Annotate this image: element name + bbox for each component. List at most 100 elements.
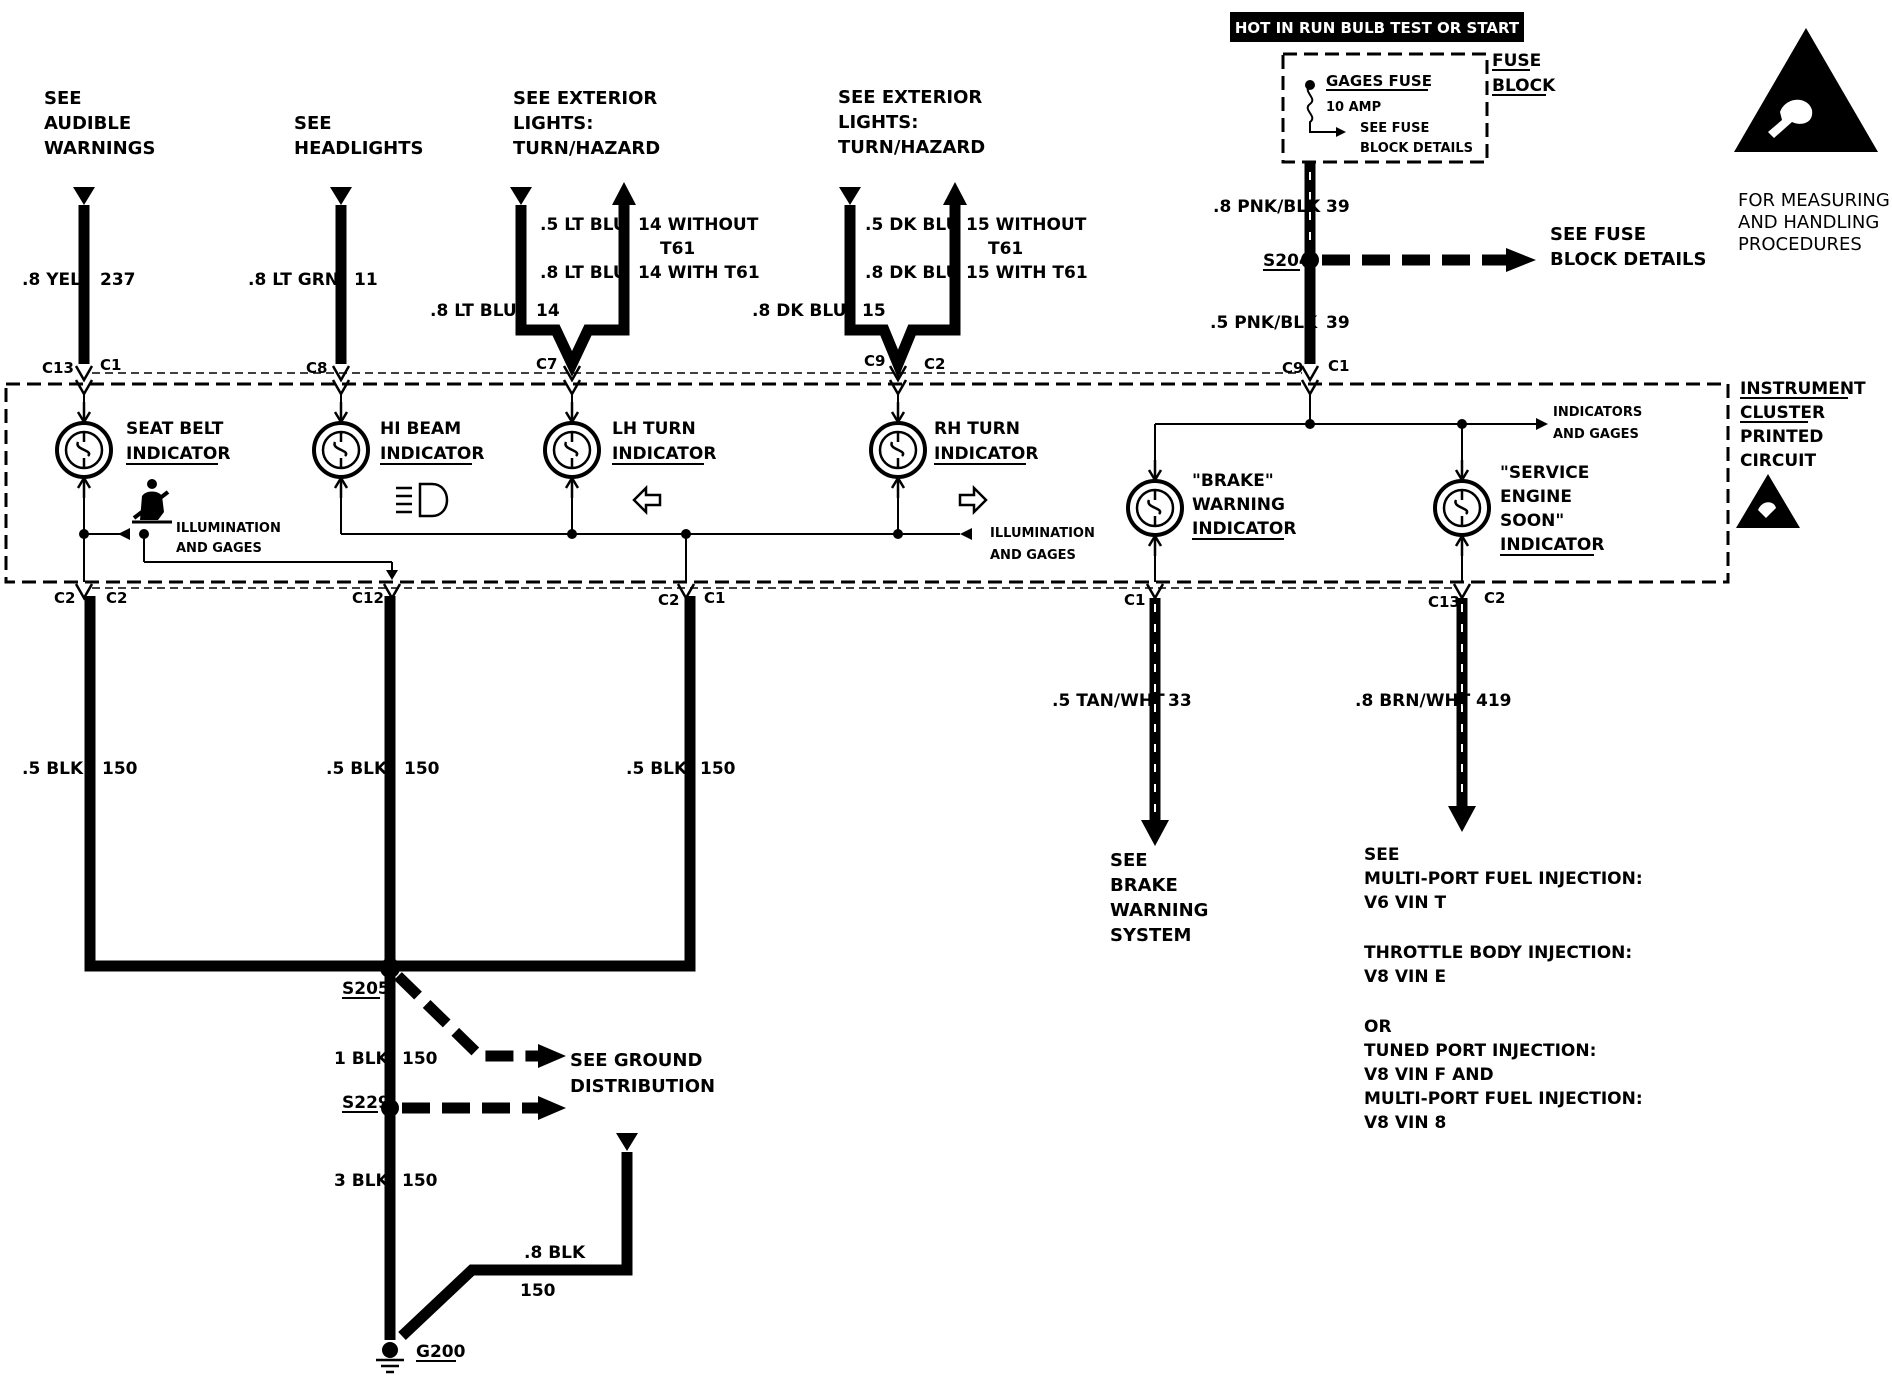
conn-top-4-right: C2 [924, 355, 945, 373]
rh-up-arrow-icon [943, 182, 967, 205]
wire-gnd08-circuit: 150 [520, 1281, 556, 1301]
conn-bot-5-right: C2 [1484, 589, 1505, 607]
esd-note-2: AND HANDLING [1738, 212, 1879, 233]
conn-top-1-right: C1 [100, 356, 121, 374]
illum-right-arrow-icon [960, 528, 972, 540]
fuse-amp: 10 AMP [1326, 100, 1381, 115]
gnd-terminal-icon [616, 1133, 638, 1151]
wire-gnd3-color: 3 BLK [334, 1171, 390, 1191]
rhturn-label-1: RH TURN [934, 419, 1020, 439]
splice-s229 [381, 1099, 399, 1117]
ref-brake-2: BRAKE [1110, 875, 1178, 896]
ref-audible-1: SEE [44, 88, 82, 109]
rhturn-label-2: INDICATOR [934, 444, 1038, 464]
illum-left-1: ILLUMINATION [176, 521, 281, 536]
wire-gnd-left-color: .5 BLK [22, 759, 84, 779]
wire-hibeam-circuit: 11 [354, 270, 378, 290]
splice-s205-label: S205 [342, 979, 390, 999]
ground-dist-dash [394, 972, 540, 1062]
brake-bulb-icon [1126, 460, 1184, 556]
ref-fuse-details-2: BLOCK DETAILS [1550, 249, 1706, 270]
wire-gnd-left-circuit: 150 [102, 759, 138, 779]
hot-in-run-label: HOT IN RUN BULB TEST OR START [1235, 19, 1520, 37]
cluster-title-2: CLUSTER [1740, 403, 1825, 423]
ind-gages-1: INDICATORS [1553, 405, 1642, 420]
g200-label: G200 [416, 1342, 466, 1362]
bottom-connector-chevrons [74, 583, 1472, 601]
ref-mpfi-3: V6 VIN T [1364, 893, 1447, 913]
ref-rh-ext-3: TURN/HAZARD [838, 137, 985, 158]
wire-feed-top-circuit: 39 [1326, 197, 1350, 217]
illum-right-2: AND GAGES [990, 548, 1076, 563]
ses-down-arrow-icon [1448, 806, 1476, 832]
ref-lh-ext-3: TURN/HAZARD [513, 138, 660, 159]
conn-top-5-left: C9 [1282, 359, 1303, 377]
ref-rh-ext-2: LIGHTS: [838, 112, 918, 133]
wire-lh-a-circuit: 14 WITHOUT [638, 215, 759, 235]
illum-right-1: ILLUMINATION [990, 526, 1095, 541]
wire-rh-a-circuit: 15 WITHOUT [966, 215, 1087, 235]
conn-top-4-left: C9 [864, 352, 885, 370]
conn-top-1-left: C13 [42, 359, 74, 377]
esd-small-icon [1736, 474, 1800, 528]
wire-lh-turn [515, 200, 630, 377]
hibeam-label-1: HI BEAM [380, 419, 461, 439]
wire-lh-a-note: T61 [660, 239, 695, 259]
wire-gnd-right-color: .5 BLK [626, 759, 688, 779]
conn-top-3-left: C7 [536, 355, 557, 373]
fuse-block-label-1: FUSE [1492, 51, 1541, 71]
s229-arrow-icon [538, 1096, 566, 1120]
conn-top-5-right: C1 [1328, 357, 1349, 375]
wire-feed-low-color: .5 PNK/BLK [1210, 313, 1318, 333]
wire-ses-color: .8 BRN/WHT [1355, 691, 1471, 711]
fuse-detail-arrow-icon [1506, 248, 1536, 272]
ref-mpfi-6: OR [1364, 1017, 1392, 1037]
ses-label-3: SOON" [1500, 511, 1564, 531]
seatbelt-bulb-icon [55, 402, 113, 498]
rh-terminal-icon [839, 187, 861, 205]
left-arrow-icon [632, 484, 662, 516]
hibeam-terminal-icon [330, 187, 352, 205]
esd-note-3: PROCEDURES [1738, 234, 1862, 255]
ref-lh-ext-1: SEE EXTERIOR [513, 88, 657, 109]
ref-audible-3: WARNINGS [44, 138, 155, 159]
lhturn-bulb-icon [543, 402, 601, 498]
wire-seatbelt-circuit: 237 [100, 270, 136, 290]
ind-gages-2: AND GAGES [1553, 427, 1639, 442]
ref-mpfi-7: TUNED PORT INJECTION: [1364, 1041, 1596, 1061]
instrument-cluster-box [4, 382, 1730, 584]
ref-mpfi-5: V8 VIN E [1364, 967, 1446, 987]
seatbelt-terminal-icon [73, 187, 95, 205]
brake-label-1: "BRAKE" [1192, 471, 1274, 491]
wire-rh-turn [844, 200, 961, 379]
wire-ses-circuit: 419 [1476, 691, 1512, 711]
ref-mpfi-10: V8 VIN 8 [1364, 1113, 1446, 1133]
brake-label-2: WARNING [1192, 495, 1285, 515]
hibeam-bulb-icon [312, 402, 370, 498]
conn-bot-4-left: C1 [1124, 591, 1145, 609]
conn-bot-2-left: C12 [352, 589, 384, 607]
lhturn-label-1: LH TURN [612, 419, 696, 439]
esd-note-1: FOR MEASURING [1738, 190, 1890, 211]
ref-brake-1: SEE [1110, 850, 1148, 871]
lhturn-label-2: INDICATOR [612, 444, 716, 464]
cluster-title-1: INSTRUMENT [1740, 379, 1866, 399]
headlamp-icon [396, 482, 449, 518]
splice-s229-label: S229 [342, 1093, 390, 1113]
ref-audible-2: AUDIBLE [44, 113, 131, 134]
wire-brake-color: .5 TAN/WHT [1052, 691, 1165, 711]
ref-mpfi-8: V8 VIN F AND [1364, 1065, 1494, 1085]
wire-lh-color: .8 LT BLU [430, 301, 517, 321]
ses-bulb-icon [1433, 460, 1491, 556]
rhturn-bulb-icon [869, 402, 927, 498]
conn-bot-1-right: C2 [106, 589, 127, 607]
conn-bot-3-left: C2 [658, 591, 679, 609]
wire-gnd-right-circuit: 150 [700, 759, 736, 779]
ses-label-1: "SERVICE [1500, 463, 1589, 483]
conn-bot-3-right: C1 [704, 589, 725, 607]
ref-mpfi-4: THROTTLE BODY INJECTION: [1364, 943, 1632, 963]
ref-mpfi-9: MULTI-PORT FUEL INJECTION: [1364, 1089, 1643, 1109]
wire-gnd-08 [398, 1152, 633, 1341]
conn-bot-5-left: C13 [1428, 593, 1460, 611]
top-connector-chevrons [74, 365, 1320, 397]
